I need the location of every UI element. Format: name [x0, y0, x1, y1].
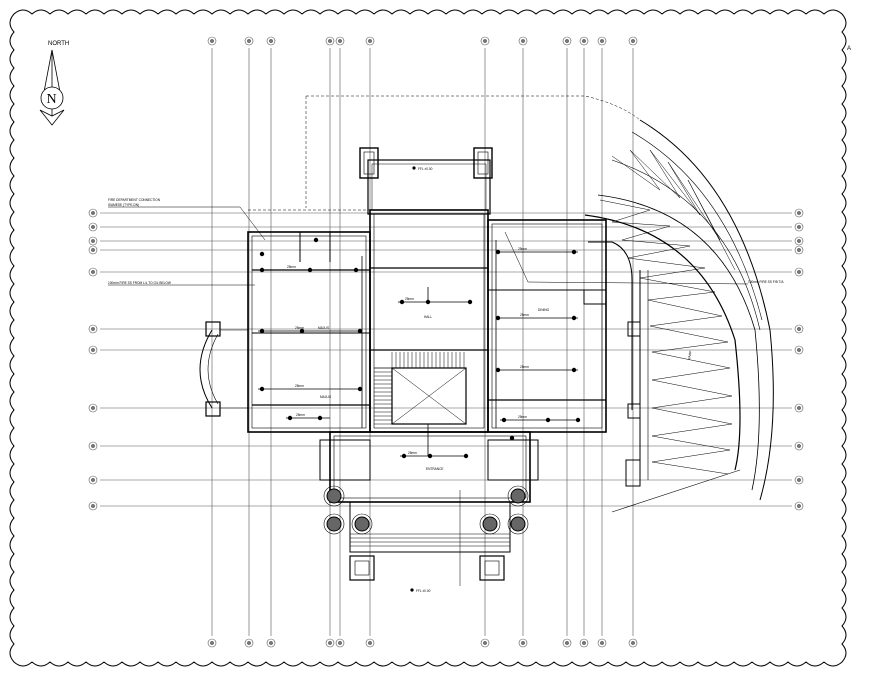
pipe-from-above-right-note: 100mm FIRE SS F/B T/A — [748, 280, 784, 284]
scalloped-sheet-border — [9, 9, 847, 667]
fire-connection-type-note: SIAMESE (TYPE-DN) — [108, 203, 139, 207]
roof-overhang-outline — [306, 95, 641, 121]
pipe-size-label: 25mm — [405, 297, 414, 301]
pipe-size-label: 25mm — [296, 413, 305, 417]
central-staircase — [374, 352, 467, 425]
pipe-size-labels: 25mm 25mm 25mm 25mm 25mm 25mm 25mm 25mm 25mm 25mm — [287, 247, 529, 455]
pipe-from-above-left-note: 100mm FIRE SS FROM L/L TO G/L BELOW — [108, 281, 171, 285]
pipe-size-label: 25mm — [295, 384, 304, 388]
level-marker-top: FFL ±0.00 — [418, 167, 433, 171]
fire-sprinkler-piping — [256, 237, 581, 459]
pipe-size-label: 25mm — [520, 313, 529, 317]
room-label-center-hall: HALL — [424, 315, 432, 319]
drawing-notes: FIRE DEPARTMENT CONNECTION SIAMESE (TYPE… — [108, 198, 784, 286]
room-labels: MAJLIS MAJLIS HALL DINING ENTRANCE RAMP — [318, 308, 693, 471]
room-label-entrance: ENTRANCE — [426, 467, 444, 471]
north-letter: N — [47, 92, 57, 107]
room-label-left-upper: MAJLIS — [318, 326, 329, 330]
pipe-size-label: 25mm — [518, 247, 527, 251]
level-marker-bottom: FFL ±0.00 — [416, 589, 431, 593]
curved-ramp — [584, 119, 774, 513]
north-label: NORTH — [48, 41, 69, 47]
corner-mark: A — [847, 46, 851, 52]
column-grid-lines — [88, 36, 804, 648]
pipe-size-label: 25mm — [287, 265, 296, 269]
pipe-size-label: 25mm — [295, 326, 304, 330]
level-markers: FFL ±0.00 FFL ±0.00 — [410, 166, 433, 593]
fire-connection-note: FIRE DEPARTMENT CONNECTION — [108, 198, 161, 202]
pipe-size-label: 25mm — [408, 451, 417, 455]
room-label-left-lower: MAJLIS — [320, 395, 331, 399]
north-arrow: NORTH N — [39, 41, 69, 126]
pipe-size-label: 25mm — [520, 365, 529, 369]
room-label-right-upper: DINING — [538, 308, 550, 312]
room-label-ramp: RAMP — [687, 350, 693, 360]
pipe-size-label: 25mm — [518, 415, 527, 419]
entrance-columns — [323, 485, 529, 535]
